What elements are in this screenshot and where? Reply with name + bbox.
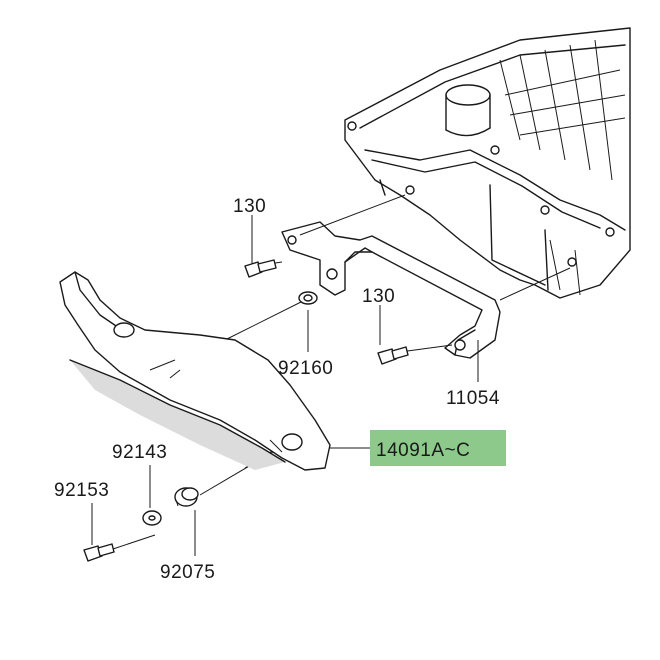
label-bolt-mid: 130 (362, 286, 395, 307)
engine-oil-pan (344, 27, 631, 299)
label-damper-lower: 92075 (160, 562, 215, 583)
label-bolt-upper: 130 (233, 196, 266, 217)
label-cover: 14091A~C (376, 440, 470, 461)
bolt-mid (377, 346, 409, 365)
bolt-upper (244, 259, 277, 278)
washer (142, 510, 162, 526)
label-bracket: 11054 (446, 388, 500, 409)
damper-lower (174, 487, 199, 507)
label-washer: 92143 (112, 442, 167, 463)
label-damper-upper: 92160 (278, 358, 333, 379)
chain-cover-part (59, 271, 331, 471)
bolt-lower (83, 543, 115, 562)
bracket-part (281, 221, 501, 359)
damper-upper (298, 291, 318, 305)
label-bolt-lower: 92153 (54, 480, 109, 501)
cover-label-highlight (370, 430, 506, 466)
